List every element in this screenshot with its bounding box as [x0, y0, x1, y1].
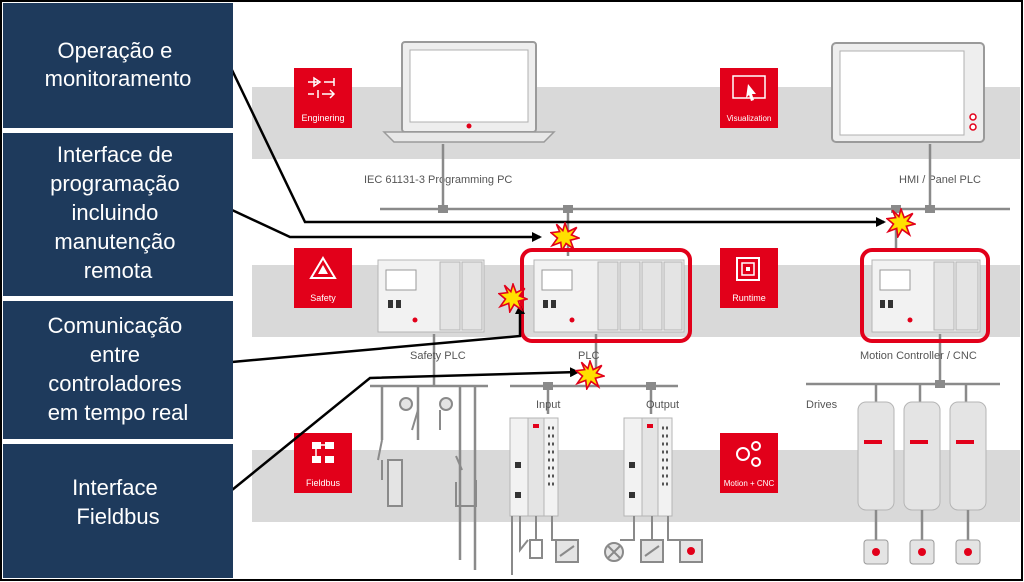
- drives-label: Drives: [806, 399, 838, 411]
- visualization-category-icon: Visualization: [720, 68, 778, 128]
- output-module: [623, 417, 673, 517]
- input-label: Input: [536, 399, 560, 411]
- annotation-line: entre: [90, 342, 140, 367]
- output-label: Output: [646, 399, 679, 411]
- programming-pc-laptop: [382, 41, 556, 143]
- annotation-line: Interface: [72, 475, 158, 500]
- plc-label: PLC: [578, 350, 599, 362]
- plc-device: [533, 259, 685, 333]
- motor-icons: [863, 539, 981, 565]
- annotation-line: Operação e: [57, 38, 172, 63]
- bus-nodes: [438, 205, 945, 390]
- annotation-line: programação: [50, 171, 180, 196]
- motion-controller-highlight: [860, 248, 990, 343]
- engineering-label: Enginering: [301, 113, 344, 123]
- hmi-panel: [831, 42, 985, 143]
- svg-text:Interface de programação: Interface de programação incluindo manut…: [50, 142, 186, 283]
- fieldbus-category-icon: Fieldbus: [294, 433, 352, 493]
- annotation-line: em tempo real: [48, 400, 189, 425]
- motion-category-icon: Motion + CNC: [720, 433, 778, 493]
- svg-text:Comunicação entre: Comunicação entre controladores em tempo…: [48, 313, 189, 425]
- motion-label: Motion + CNC: [724, 479, 775, 488]
- annotation-realtime: Comunicação entre controladores em tempo…: [3, 301, 233, 439]
- annotation-line: remota: [84, 258, 153, 283]
- safety-label: Safety: [310, 293, 336, 303]
- safety-plc-device: [377, 259, 485, 333]
- programming-pc-label: IEC 61131-3 Programming PC: [364, 174, 512, 186]
- drive-units: [857, 401, 987, 511]
- annotation-fieldbus: Interface Fieldbus: [3, 444, 233, 578]
- annotation-line: Comunicação: [48, 313, 183, 338]
- runtime-label: Runtime: [732, 293, 766, 303]
- safety-plc-label: Safety PLC: [410, 350, 466, 362]
- runtime-category-icon: Runtime: [720, 248, 778, 308]
- annotation-arrows: [230, 69, 886, 491]
- annotation-operation: Operação e monitoramento: [3, 3, 233, 128]
- safety-category-icon: Safety: [294, 248, 352, 308]
- input-module: [509, 417, 559, 517]
- fieldbus-label: Fieldbus: [306, 478, 341, 488]
- svg-text:Interface Fieldbus: Interface Fieldbus: [72, 475, 164, 529]
- plc-highlight: [520, 248, 692, 343]
- hmi-label: HMI / Panel PLC: [899, 174, 981, 186]
- field-devices: [511, 516, 703, 575]
- annotation-line: controladores: [48, 371, 181, 396]
- annotation-line: Interface de: [57, 142, 173, 167]
- annotation-line: manutenção: [54, 229, 175, 254]
- drive-motor-lines: [874, 510, 970, 540]
- motion-controller-device: [871, 259, 981, 333]
- visualization-label: Visualization: [727, 114, 772, 123]
- annotation-line: incluindo: [72, 200, 159, 225]
- annotation-programming: Interface de programação incluindo manut…: [3, 133, 233, 296]
- svg-text:Operação e monitoramento: Operação e monitoramento: [45, 38, 192, 91]
- annotation-line: Fieldbus: [76, 504, 159, 529]
- safety-field-devices: [377, 397, 477, 560]
- motion-controller-label: Motion Controller / CNC: [860, 350, 977, 362]
- annotation-line: monitoramento: [45, 66, 192, 91]
- output-motor-dot: [687, 547, 695, 555]
- engineering-category-icon: Enginering: [294, 68, 352, 128]
